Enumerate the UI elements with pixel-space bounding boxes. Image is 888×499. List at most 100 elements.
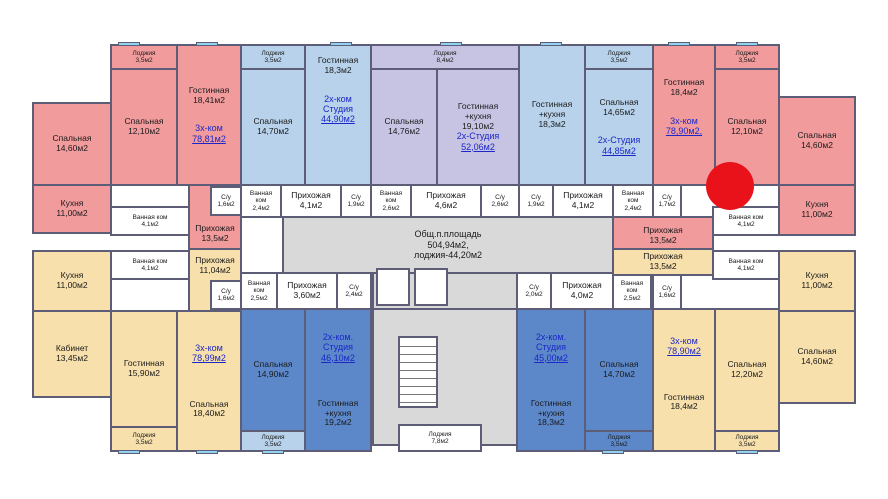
- room-name: Спальная: [727, 359, 767, 370]
- room-wc-b2[interactable]: С/у 2,4м2: [336, 272, 372, 310]
- room-wc-tr[interactable]: С/у 1,7м2: [652, 184, 682, 218]
- room-hall-br[interactable]: Прихожая 13,5м2: [612, 248, 714, 276]
- room-living-kitchen-b3[interactable]: 2х-ком. Студия 45,00м2 Гостинная +кухня …: [516, 308, 586, 452]
- room-bedroom-1460-br[interactable]: Спальная 14,60м2: [778, 310, 856, 404]
- room-bath-tl[interactable]: Ванная ком 4,1м2: [110, 206, 190, 236]
- flat-area[interactable]: 46,10м2: [321, 352, 355, 363]
- room-area: 14,90м2: [257, 369, 289, 379]
- room-area: 7,8м2: [431, 438, 449, 445]
- room-area: 13,45м2: [56, 353, 88, 363]
- room-loggia-b2[interactable]: Лоджия 3,5м2: [240, 430, 306, 452]
- room-area: 4,1м2: [737, 265, 755, 272]
- room-bath-bl[interactable]: Ванная ком 4,1м2: [110, 250, 190, 280]
- room-loggia-t2[interactable]: Лоджия 3,5м2: [240, 44, 306, 70]
- room-living-br[interactable]: 3х-ком 78,90м2 Гостинная 18,4м2: [652, 308, 716, 452]
- room-living-kitchen-t3[interactable]: Гостинная +кухня 19,10м2 2х-Студия 52,06…: [436, 68, 520, 186]
- room-wc-tl[interactable]: С/у 1,6м2: [210, 186, 242, 216]
- room-kitchen-br[interactable]: Кухня 11,00м2: [778, 250, 856, 312]
- room-bedroom-t3[interactable]: Спальная 14,76м2: [370, 68, 438, 186]
- room-kitchen-bl[interactable]: Кухня 11,00м2: [32, 250, 112, 312]
- flat-area[interactable]: 44,90м2: [321, 114, 355, 125]
- room-living-kitchen-t4[interactable]: Гостинная +кухня 18,3м2: [518, 44, 586, 186]
- room-wc-bl[interactable]: С/у 1,6м2: [210, 280, 242, 310]
- room-bath-t3[interactable]: Ванная ком 2,6м2: [370, 184, 412, 218]
- room-wc-t4[interactable]: С/у 1,9м2: [518, 184, 554, 218]
- flat-area[interactable]: 78,99м2: [192, 353, 226, 364]
- room-bath-t2[interactable]: Ванная ком 2,4м2: [240, 184, 282, 218]
- room-area: 3,5м2: [135, 439, 153, 446]
- room-study-bl[interactable]: Кабинет 13,45м2: [32, 310, 112, 398]
- room-bedroom-t2[interactable]: Спальная 14,70м2: [240, 68, 306, 186]
- room-hall-t4[interactable]: Прихожая 4,1м2: [552, 184, 614, 218]
- room-name: Спальная: [189, 398, 229, 409]
- room-area: 2,4м2: [252, 204, 270, 212]
- flat-area[interactable]: 44,85м2: [602, 145, 636, 156]
- room-loggia-b3[interactable]: Лоджия 3,5м2: [584, 430, 654, 452]
- room-bedroom-bl[interactable]: 3х-ком 78,99м2 Спальная 18,40м2: [176, 310, 242, 452]
- flat-area[interactable]: 78,81м2: [192, 133, 226, 144]
- room-area: 4,1м2: [141, 265, 159, 272]
- room-name: Кухня: [60, 198, 84, 209]
- room-bath-br[interactable]: Ванная ком 4,1м2: [712, 250, 780, 280]
- room-area: 2,6м2: [382, 204, 400, 212]
- room-area: 18,40м2: [193, 408, 225, 419]
- room-area: 14,70м2: [603, 369, 635, 379]
- room-bedroom-1210-tl[interactable]: Спальная 12,10м2: [110, 68, 178, 186]
- room-living-t2[interactable]: Гостинная 18,3м2 2х-ком Студия 44,90м2: [304, 44, 372, 186]
- room-loggia-t4[interactable]: Лоджия 3,5м2: [584, 44, 654, 70]
- room-bedroom-1460-tr[interactable]: Спальная 14,60м2: [778, 96, 856, 186]
- room-living-tr[interactable]: Гостинная 18,4м2 3х-ком 78,90м2,: [652, 44, 716, 186]
- room-loggia-tr[interactable]: Лоджия 3,5м2: [714, 44, 780, 70]
- room-wc-t2[interactable]: С/у 1,9м2: [340, 184, 372, 218]
- room-bedroom-b2[interactable]: Спальная 14,90м2: [240, 308, 306, 432]
- room-area: 3,5м2: [738, 441, 756, 448]
- room-hall-tr[interactable]: Прихожая 13,5м2: [612, 216, 714, 250]
- room-wc-b3[interactable]: С/у 2,0м2: [516, 272, 552, 310]
- room-bedroom-t4[interactable]: Спальная 14,65м2 2х-Студия 44,85м2: [584, 68, 654, 186]
- room-hall-b3[interactable]: Прихожая 4,0м2: [550, 272, 614, 310]
- room-loggia-br[interactable]: Лоджия 3,5м2: [714, 430, 780, 452]
- room-wc-br[interactable]: С/у 1,6м2: [652, 274, 682, 310]
- room-loggia-tl[interactable]: Лоджия 3,5м2: [110, 44, 178, 70]
- summary-line2: 504,94м2,: [427, 239, 469, 250]
- room-name: Кабинет: [55, 343, 89, 354]
- room-name: Лоджия: [261, 49, 285, 57]
- room-area: 3,5м2: [610, 57, 628, 64]
- room-name: Гостинная: [188, 84, 230, 95]
- room-bath-b2[interactable]: Ванная ком 2,5м2: [240, 272, 278, 310]
- room-name: Ванная ком: [620, 279, 644, 295]
- room-name: Гостинная: [663, 391, 705, 402]
- flat-area[interactable]: 78,90м2,: [665, 125, 703, 136]
- location-marker[interactable]: [706, 162, 754, 210]
- room-living-bl[interactable]: Гостинная 15,90м2: [110, 310, 178, 428]
- room-living-kitchen-b2[interactable]: 2х-ком. Студия 46,10м2 Гостинная +кухня …: [304, 308, 372, 452]
- room-area: 14,76м2: [388, 126, 420, 136]
- room-bedroom-b3[interactable]: Спальная 14,70м2: [584, 308, 654, 432]
- room-loggia-t3[interactable]: Лоджия 8,4м2: [370, 44, 520, 70]
- flat-title: 3х-ком: [670, 336, 698, 346]
- room-name: Ванная ком: [249, 189, 273, 205]
- room-bath-t4[interactable]: Ванная ком 2,4м2: [612, 184, 654, 218]
- room-kitchen-tl[interactable]: Кухня 11,00м2: [32, 184, 112, 234]
- room-area: 18,3м2: [538, 118, 566, 129]
- flat-area[interactable]: 45,00м2: [534, 352, 568, 363]
- room-bath-b3[interactable]: Ванная ком 2,5м2: [612, 272, 652, 310]
- room-bath-tr[interactable]: Ванная ком 4,1м2: [712, 206, 780, 236]
- flat-area[interactable]: 52,06м2: [461, 141, 495, 152]
- room-area: 3,5м2: [264, 441, 282, 448]
- room-bedroom-1460-tl[interactable]: Спальная 14,60м2: [32, 102, 112, 186]
- room-kitchen-tr[interactable]: Кухня 11,00м2: [778, 184, 856, 236]
- room-name: Спальная: [384, 116, 424, 127]
- room-hall-b2[interactable]: Прихожая 3,60м2: [276, 272, 338, 310]
- room-loggia-center[interactable]: Лоджия 7,8м2: [398, 424, 482, 452]
- room-area: 14,60м2: [56, 143, 88, 153]
- room-hall-t2[interactable]: Прихожая 4,1м2: [280, 184, 342, 218]
- room-bedroom-1220-br[interactable]: Спальная 12,20м2: [714, 308, 780, 432]
- room-loggia-bl[interactable]: Лоджия 3,5м2: [110, 426, 178, 452]
- flat-area[interactable]: 78,90м2: [667, 346, 701, 357]
- room-name: Спальная: [253, 359, 293, 370]
- room-hall-t3[interactable]: Прихожая 4,6м2: [410, 184, 482, 218]
- room-wc-t3[interactable]: С/у 2,6м2: [480, 184, 520, 218]
- room-area: 12,10м2: [128, 126, 160, 136]
- room-living-tl[interactable]: Гостинная 18,41м2 3х-ком 78,81м2: [176, 44, 242, 186]
